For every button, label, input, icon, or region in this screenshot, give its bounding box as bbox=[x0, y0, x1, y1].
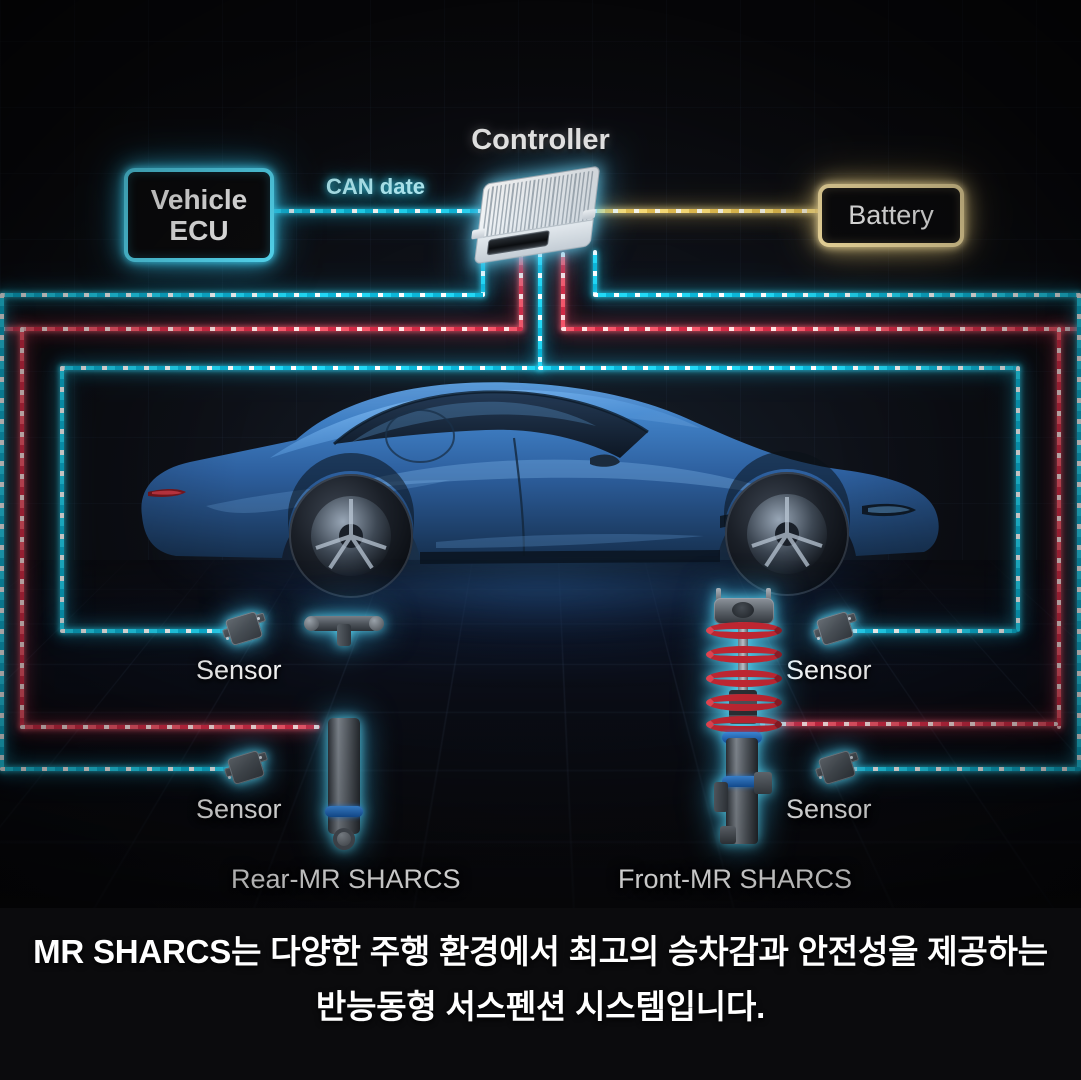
sensor-module-icon-rear-lower bbox=[223, 749, 269, 786]
sensor-screw bbox=[817, 637, 820, 640]
rear-damper-bush-left bbox=[304, 616, 319, 631]
front-strut-knuckle bbox=[714, 782, 728, 812]
front-strut-coil bbox=[706, 694, 782, 711]
vehicle-ecu-label-line2: ECU bbox=[169, 215, 229, 246]
wire-damper-right-vertical bbox=[1057, 327, 1061, 729]
sensor-module-icon-front-lower bbox=[814, 749, 860, 786]
caption-line-1: MR SHARCS는 다양한 주행 환경에서 최고의 승차감과 안전성을 제공하… bbox=[33, 933, 1048, 970]
controller-title: Controller bbox=[471, 124, 610, 156]
sensor-label-front-upper: Sensor bbox=[786, 655, 872, 685]
front-strut-coil bbox=[706, 646, 782, 663]
wire-signal-inner-top-right bbox=[538, 366, 1020, 370]
wire-signal-outer-top-right bbox=[593, 293, 1081, 297]
front-unit-label: Front-MR SHARCS bbox=[618, 864, 853, 894]
wire-damper-controller-left bbox=[519, 252, 523, 330]
rear-unit-label: Rear-MR SHARCS bbox=[231, 864, 461, 894]
front-strut-mount-bore bbox=[732, 602, 754, 618]
sensor-screw bbox=[259, 756, 262, 759]
battery-label: Battery bbox=[848, 200, 934, 231]
can-bus-label: CAN date bbox=[326, 174, 426, 199]
wire-signal-to-sensor-front-upper bbox=[852, 629, 1017, 633]
front-strut-bracket bbox=[754, 772, 772, 794]
rear-damper-bush-right bbox=[369, 616, 384, 631]
rear-damper-eyelet bbox=[333, 828, 355, 850]
wire-damper-to-rear-unit bbox=[20, 725, 320, 729]
sensor-screw bbox=[226, 637, 229, 640]
caption-line-2: 반능동형 서스펜션 시스템입니다. bbox=[315, 988, 766, 1025]
sensor-screw bbox=[848, 617, 851, 620]
vehicle-ecu-box[interactable]: Vehicle ECU bbox=[124, 168, 274, 262]
wire-signal-to-sensor-rear-upper bbox=[60, 629, 230, 633]
sensor-screw bbox=[850, 756, 853, 759]
battery-box[interactable]: Battery bbox=[818, 184, 964, 247]
wire-damper-to-front-unit bbox=[760, 722, 1058, 726]
wire-signal-controller-right bbox=[593, 250, 597, 296]
rear-damper-blue-ring bbox=[325, 806, 363, 817]
sensor-screw bbox=[228, 776, 231, 779]
rear-damper-icon bbox=[300, 608, 388, 856]
wire-battery-power bbox=[592, 209, 820, 213]
wire-signal-outer-top-left bbox=[0, 293, 485, 297]
rear-damper-rod bbox=[332, 642, 356, 730]
wire-damper-top-right bbox=[561, 327, 1081, 331]
wire-signal-inner-left-vertical bbox=[60, 366, 64, 632]
wire-signal-outer-left-vertical bbox=[0, 293, 4, 771]
wire-signal-outer-right-vertical bbox=[1077, 293, 1081, 771]
front-strut-coil bbox=[706, 716, 782, 733]
wire-signal-center-drop bbox=[538, 252, 542, 370]
front-strut-coil bbox=[706, 622, 782, 639]
caption-band bbox=[0, 908, 1081, 1080]
wire-signal-inner-right-vertical bbox=[1016, 366, 1020, 632]
wire-signal-to-sensor-rear-lower bbox=[0, 767, 232, 771]
front-strut-foot bbox=[720, 826, 736, 844]
wire-damper-top-left bbox=[0, 327, 523, 331]
sports-car-icon bbox=[120, 366, 960, 674]
wire-signal-to-sensor-front-lower bbox=[852, 767, 1081, 771]
sensor-module-icon-rear-upper bbox=[221, 610, 267, 647]
wire-signal-inner-top-left bbox=[60, 366, 542, 370]
wire-damper-controller-right bbox=[561, 252, 565, 330]
sensor-label-rear-upper: Sensor bbox=[196, 655, 282, 685]
sensor-screw bbox=[257, 617, 260, 620]
vehicle-ecu-label-line1: Vehicle bbox=[150, 183, 248, 215]
sensor-label-rear-lower: Sensor bbox=[196, 794, 282, 824]
front-strut-coil bbox=[706, 670, 782, 687]
front-strut-icon bbox=[696, 586, 792, 854]
sensor-screw bbox=[819, 776, 822, 779]
sensor-module-icon-front-upper bbox=[812, 610, 858, 647]
wire-can-bus bbox=[268, 209, 482, 213]
wire-damper-left-vertical bbox=[20, 327, 24, 729]
sensor-label-front-lower: Sensor bbox=[786, 794, 872, 824]
